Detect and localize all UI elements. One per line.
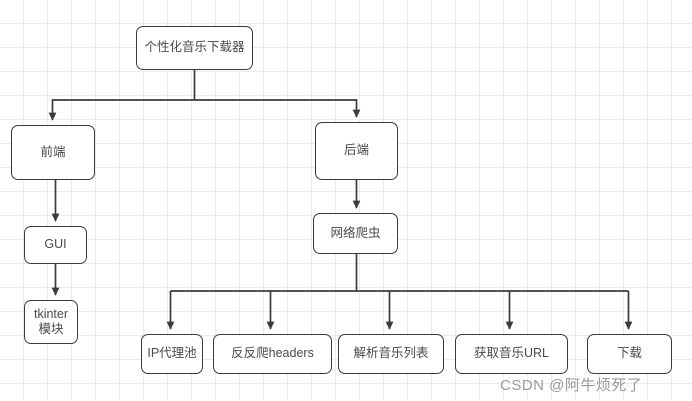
node-parse-music-list[interactable]: 解析音乐列表 bbox=[338, 334, 444, 374]
node-ip-proxy-pool[interactable]: IP代理池 bbox=[141, 334, 203, 374]
watermark-csdn: CSDN @阿牛烦死了 bbox=[500, 377, 643, 394]
edge-root-backend bbox=[194, 99, 361, 118]
node-get-music-url[interactable]: 获取音乐URL bbox=[455, 334, 568, 374]
node-root[interactable]: 个性化音乐下载器 bbox=[136, 26, 253, 70]
node-web-crawler[interactable]: 网络爬虫 bbox=[313, 213, 398, 254]
node-anti-crawl-headers[interactable]: 反反爬headers bbox=[213, 334, 332, 374]
node-gui[interactable]: GUI bbox=[24, 226, 87, 264]
node-tkinter-module[interactable]: tkinter 模块 bbox=[24, 300, 78, 344]
node-backend[interactable]: 后端 bbox=[315, 122, 398, 180]
edge-root-frontend bbox=[48, 99, 195, 121]
node-download[interactable]: 下载 bbox=[587, 334, 672, 374]
node-frontend[interactable]: 前端 bbox=[11, 125, 95, 180]
